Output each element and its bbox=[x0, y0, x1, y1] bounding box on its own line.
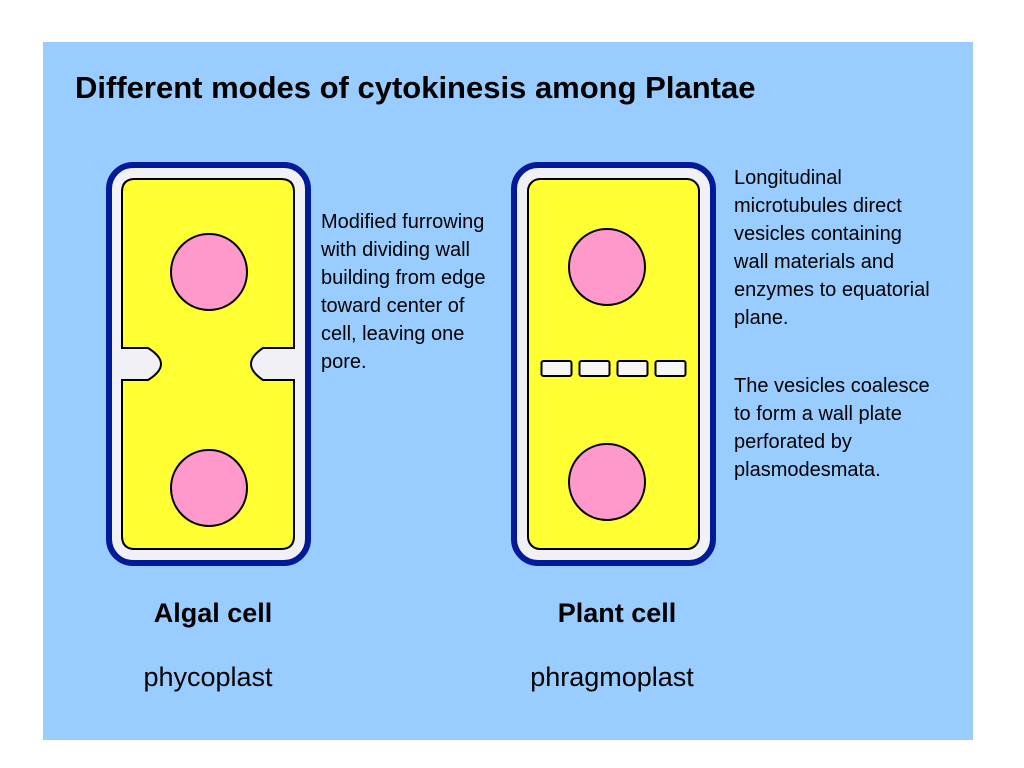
algal-cell-sublabel: phycoplast bbox=[143, 662, 273, 692]
algal-cell-label: Algal cell bbox=[153, 598, 273, 628]
vesicle bbox=[540, 360, 573, 377]
vesicle bbox=[616, 360, 649, 377]
diagram-slide: Different modes of cytokinesis among Pla… bbox=[43, 42, 973, 740]
plant-cell bbox=[511, 162, 716, 566]
algal-cell-description: Modified furrowing with dividing wall bu… bbox=[321, 211, 486, 373]
algal-cell-nucleus-top bbox=[170, 233, 248, 311]
plant-cell-sublabel: phragmoplast bbox=[530, 662, 694, 692]
plant-cell-nucleus-bottom bbox=[568, 443, 646, 521]
plant-cell-description-2: The vesicles coalesce to form a wall pla… bbox=[734, 375, 930, 481]
algal-cell-nucleus-bottom bbox=[170, 449, 248, 527]
plant-cell-nucleus-top bbox=[568, 228, 646, 306]
cells-illustration bbox=[43, 42, 973, 740]
algal-cell-cytoplasm bbox=[121, 178, 295, 550]
vesicle-row bbox=[540, 360, 687, 377]
vesicle bbox=[654, 360, 687, 377]
vesicle bbox=[578, 360, 611, 377]
plant-cell-label: Plant cell bbox=[557, 598, 677, 628]
algal-cell bbox=[106, 162, 311, 566]
plant-cell-description-1: Longitudinal microtubules direct vesicle… bbox=[734, 167, 930, 329]
page-title: Different modes of cytokinesis among Pla… bbox=[75, 70, 756, 105]
